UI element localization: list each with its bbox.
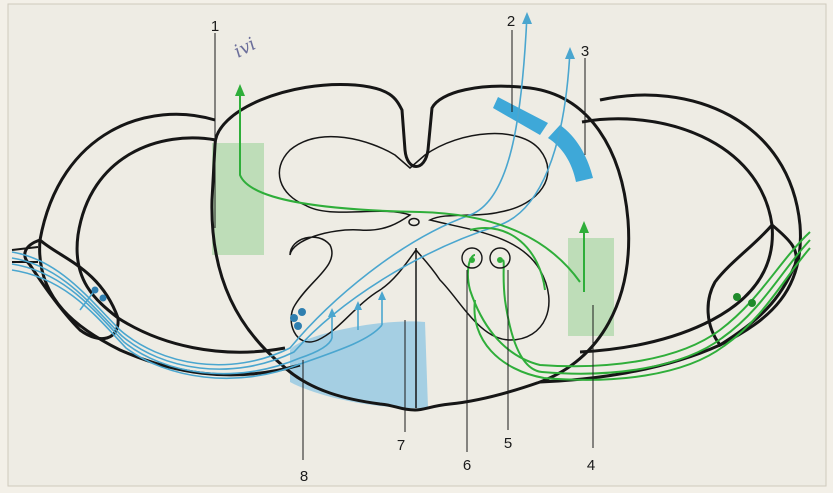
blue-cell-ganglion-1	[92, 287, 99, 294]
blue-cell-horn-3	[294, 322, 302, 330]
label-5: 5	[504, 435, 512, 452]
blue-cell-ganglion-2	[100, 295, 107, 302]
label-6: 6	[463, 457, 471, 474]
label-1: 1	[211, 18, 219, 35]
green-dot-5	[497, 257, 503, 263]
green-zone-right	[568, 238, 614, 336]
blue-cell-horn-2	[298, 308, 306, 316]
green-dot-6	[469, 257, 475, 263]
green-cell-ganglion-2	[748, 299, 756, 307]
label-8: 8	[300, 468, 308, 485]
label-7: 7	[397, 437, 405, 454]
label-4: 4	[587, 457, 595, 474]
label-2: 2	[507, 13, 515, 30]
label-3: 3	[581, 43, 589, 60]
figure-frame	[8, 4, 826, 486]
blue-cell-horn-1	[290, 314, 298, 322]
green-cell-ganglion-1	[733, 293, 741, 301]
green-zone-left	[212, 143, 264, 255]
